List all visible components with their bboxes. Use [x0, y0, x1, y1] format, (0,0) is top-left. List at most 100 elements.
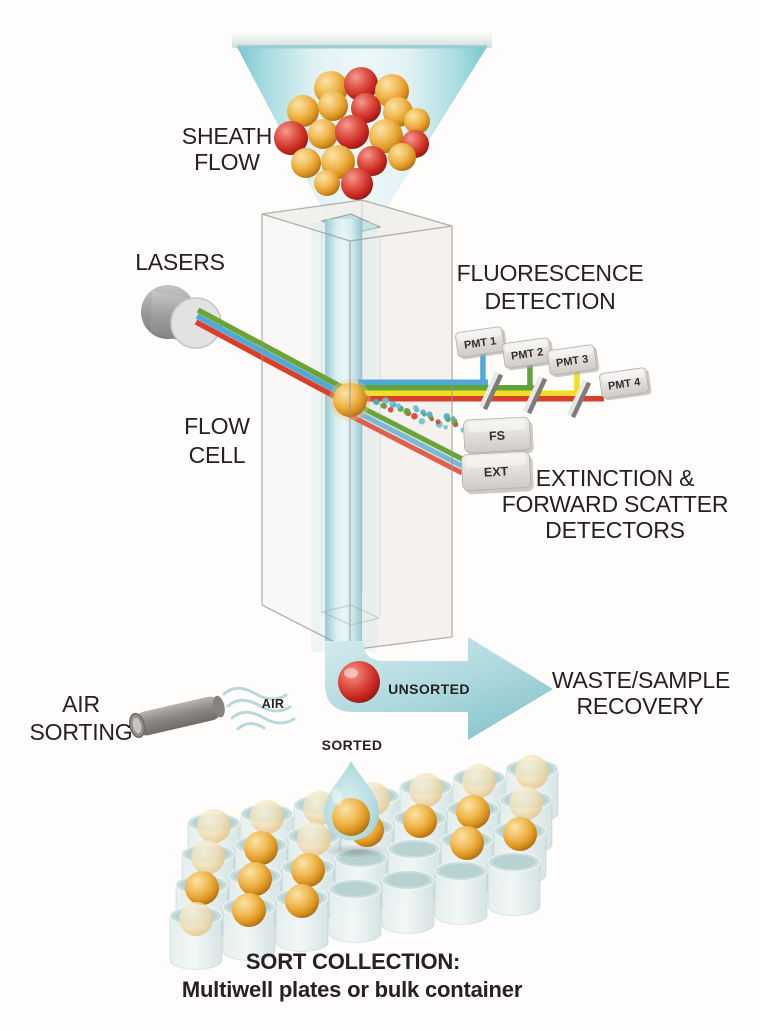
extinction-label-line3: DETECTORS: [545, 517, 685, 543]
mirror-2-icon: [522, 375, 548, 415]
well-opening-inner: [492, 855, 536, 869]
ext-blue: [349, 406, 466, 470]
beam-green: [196, 307, 351, 394]
unsorted-cell: [338, 661, 380, 703]
beam-blue: [195, 313, 350, 400]
fluorescence-band: [358, 352, 604, 402]
well: [487, 851, 541, 916]
sheath-sphere-gold: [308, 119, 338, 149]
well-sphere-gold: [450, 826, 484, 860]
sheath-sphere-gold: [388, 143, 416, 171]
well-opening-inner: [392, 842, 436, 856]
scatter-dot: [426, 411, 433, 418]
scatter-dot: [420, 409, 426, 416]
leg-yellow-pmt3: [574, 369, 580, 393]
ext-label: EXT: [484, 464, 509, 479]
beam-red: [194, 319, 349, 406]
sample-stream: [311, 219, 381, 652]
stream-core: [325, 219, 362, 652]
labels-layer: SHEATH FLOW LASERS FLOW CELL FLUORESCENC…: [30, 123, 731, 1002]
extinction-label-line2: FORWARD SCATTER: [502, 491, 729, 517]
sheath-sphere-red: [335, 115, 369, 149]
well-rim: [328, 878, 382, 900]
air-tube-bore: [132, 717, 142, 734]
sheath-sphere-gold: [291, 148, 321, 178]
scatter-dot: [418, 418, 426, 425]
sheath-sphere-red: [341, 168, 373, 200]
well: [222, 893, 276, 961]
forward-beams: [347, 400, 470, 476]
air-nozzle: [128, 695, 225, 738]
pmt1-box: PMT 1: [455, 326, 508, 360]
well-sphere-gold: [285, 884, 319, 918]
well: [328, 878, 382, 943]
sheath-sphere-gold: [369, 119, 403, 153]
scatter-dot: [443, 424, 448, 430]
air-sorting-label-line2: SORTING: [30, 719, 133, 745]
leg-blue-pmt1: [480, 352, 486, 382]
pmt1-label: PMT 1: [463, 335, 497, 351]
pmt-detectors: PMT 1 PMT 2 PMT 3 PMT 4: [455, 326, 652, 401]
well-sphere-pale: [462, 764, 496, 798]
well-sphere-gold: [238, 862, 272, 896]
scatter-dot: [403, 408, 411, 415]
pmt2-label: PMT 2: [510, 346, 544, 362]
well-sphere-pale: [191, 840, 225, 874]
flow-cell-right-face: [350, 226, 452, 650]
well-sphere-pale: [509, 786, 543, 820]
scatter-dot: [372, 398, 379, 405]
mirror-1-icon: [478, 371, 504, 411]
sort-collection-title: SORT COLLECTION:: [246, 949, 460, 974]
waste-label-line2: RECOVERY: [576, 693, 703, 719]
laser-beam-in: [194, 307, 351, 406]
well-rim: [434, 860, 488, 882]
unsorted-sphere-highlight: [344, 668, 358, 678]
droplet-shadow: [324, 844, 388, 858]
well: [434, 860, 488, 925]
well-rim: [381, 869, 435, 891]
pmt3-label: PMT 3: [555, 353, 589, 369]
air-tube-cap: [213, 695, 225, 718]
scatter-dot: [380, 402, 387, 409]
fs-ext-detectors: FS EXT: [461, 416, 534, 495]
band-green: [358, 385, 534, 391]
unsorted-sphere: [338, 661, 380, 703]
pmt3-box: PMT 3: [547, 344, 600, 378]
scatter-dot: [411, 412, 418, 420]
pmt4-box: PMT 4: [599, 367, 652, 401]
sorted-label: SORTED: [322, 737, 383, 753]
air-sorting-label-line1: AIR: [62, 691, 100, 717]
scatter-dot: [389, 401, 395, 406]
well: [381, 869, 435, 934]
sheath-sphere-red: [344, 67, 378, 101]
well-rim: [487, 851, 541, 873]
scatter-dot: [382, 397, 389, 405]
ext-green: [351, 400, 468, 464]
well-sphere-gold: [403, 804, 437, 838]
band-red: [358, 396, 604, 402]
pmt2-box: PMT 2: [502, 337, 555, 371]
leg-green-pmt2: [527, 361, 533, 388]
well: [275, 884, 329, 952]
well-sphere-gold: [244, 831, 278, 865]
sorted-sphere: [332, 798, 370, 836]
scatter-dot: [412, 405, 419, 411]
fs-box: FS: [463, 416, 534, 457]
sheath-sphere-gold: [314, 170, 340, 196]
air-tube: [134, 696, 222, 736]
sheath-sphere-gold: [287, 95, 319, 127]
air-waves-icon: [222, 686, 296, 731]
dichroic-mirrors: [478, 371, 592, 419]
scatter-dot: [395, 403, 401, 409]
sheath-sphere-red: [351, 93, 381, 123]
scatter-dots: [364, 395, 466, 433]
well-sphere-pale: [197, 809, 231, 843]
waste-label-line1: WASTE/SAMPLE: [552, 667, 730, 693]
well-sphere-pale: [297, 822, 331, 856]
flow-cell-edges: [261, 199, 453, 651]
funnel-rim: [237, 45, 487, 49]
well-sphere-gold: [185, 871, 219, 905]
well-sphere-pale: [250, 800, 284, 834]
well-opening-inner: [333, 882, 377, 896]
